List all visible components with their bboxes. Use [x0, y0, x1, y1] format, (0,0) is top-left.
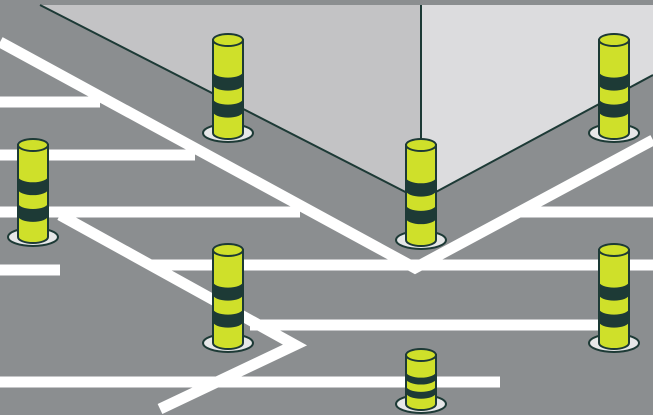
- bollard-top: [17, 138, 49, 152]
- bollard-band: [599, 281, 629, 301]
- bollard-band: [599, 71, 629, 91]
- building-right-face: [421, 5, 653, 200]
- bollard-band: [18, 176, 49, 196]
- bollard-top: [212, 33, 244, 47]
- bollard: [588, 243, 640, 353]
- bollard: [202, 33, 254, 143]
- bollard-band: [213, 281, 243, 301]
- lane-marking: [57, 210, 308, 414]
- bollard: [588, 33, 640, 143]
- bollard-top: [405, 138, 437, 152]
- bollard-band: [406, 385, 436, 399]
- bollard-top: [212, 243, 244, 257]
- bollard-top: [405, 348, 437, 362]
- bollard-band: [599, 308, 629, 328]
- bollard-band: [213, 71, 243, 91]
- bollard-band: [406, 177, 436, 197]
- bollard: [7, 138, 59, 247]
- bollard-band: [213, 98, 243, 118]
- bollard: [395, 348, 447, 414]
- bollard-top: [598, 243, 630, 257]
- bollard: [202, 243, 254, 353]
- bollards: [7, 33, 640, 414]
- bollard-top: [598, 33, 630, 47]
- bollard-band: [599, 98, 629, 118]
- bollard: [395, 138, 447, 250]
- bollard-band: [406, 371, 436, 385]
- bollard-band: [18, 202, 49, 222]
- bollard-band: [213, 308, 243, 328]
- bollard-band: [406, 204, 436, 225]
